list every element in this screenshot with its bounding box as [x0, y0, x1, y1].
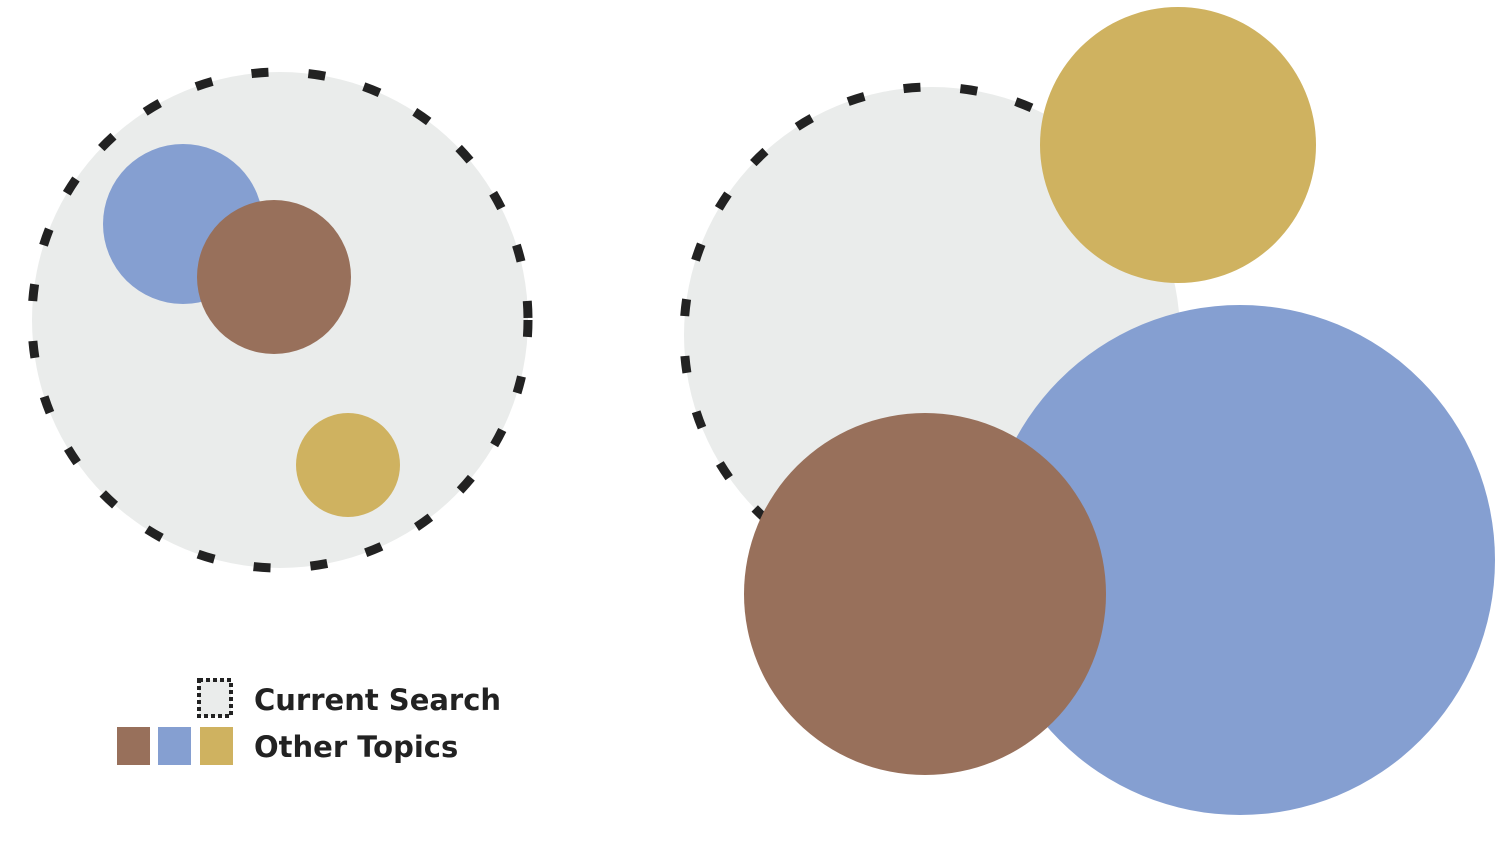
right-blue-topic-circle — [985, 305, 1495, 815]
left-gold-topic-circle — [296, 413, 400, 517]
legend: Current Search Other Topics — [117, 678, 501, 765]
right-cluster — [679, 7, 1495, 815]
left-brown-topic-circle — [197, 200, 351, 354]
legend-blue-swatch — [158, 727, 191, 765]
left-cluster — [27, 67, 533, 573]
legend-other-topics-label: Other Topics — [254, 730, 458, 764]
legend-brown-swatch — [117, 727, 150, 765]
legend-current-search-label: Current Search — [254, 683, 501, 717]
legend-gold-swatch — [200, 727, 233, 765]
legend-current-search-swatch — [197, 678, 233, 718]
right-gold-topic-circle — [1040, 7, 1316, 283]
right-brown-topic-circle — [744, 413, 1106, 775]
